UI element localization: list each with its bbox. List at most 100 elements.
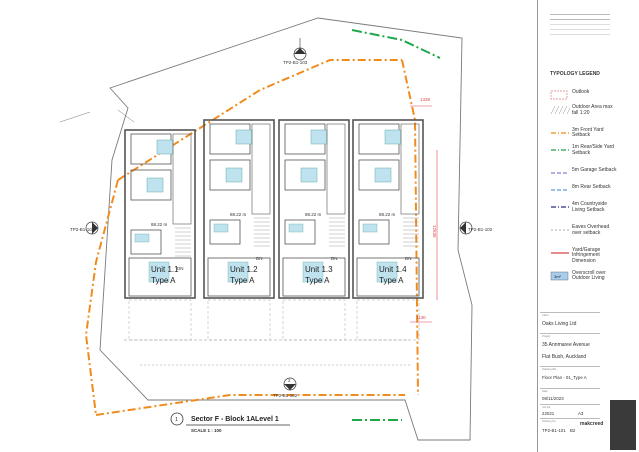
bedroom-2 — [284, 159, 326, 191]
legend-symbol-icon — [551, 172, 569, 174]
unit-type: Type A — [305, 276, 330, 285]
legend-item: 3m Front Yard Setback — [550, 126, 630, 142]
unit-area: 88.22 m — [151, 222, 168, 227]
section-top-ref: TP2-B1-103 — [283, 60, 308, 65]
legend-item-label: 1m Rear/Side Yard Setback — [572, 144, 615, 156]
bath-fixture — [134, 233, 150, 243]
unit-outline — [203, 119, 275, 299]
project-address-1: 35 Annmaree Avenue — [542, 342, 590, 348]
section-marker-bottom[interactable]: 2 TP2-B1-102 — [273, 377, 298, 398]
sheet-level: Level 1 — [255, 416, 279, 423]
site-boundary — [99, 17, 473, 441]
bed-icon — [225, 167, 243, 183]
legend-item: Outlook — [550, 89, 630, 102]
front-yard — [207, 299, 271, 341]
drawing-title: Floor Plan - 01_Type A — [542, 375, 587, 380]
unit-outline — [278, 119, 350, 299]
dim-right-vertical: 12636 — [432, 225, 437, 238]
legend-item: 3m² Overscroll over Outdoor Living — [550, 269, 630, 291]
wardrobe — [251, 123, 271, 215]
sheet-size: A3 — [578, 411, 584, 416]
bath-fixture — [362, 223, 378, 233]
stair-dn-label: DN — [331, 256, 338, 261]
job-label: Job No. — [542, 406, 551, 409]
unit-type: Type A — [151, 276, 176, 285]
legend-symbol-icon — [551, 252, 569, 254]
section-bottom-ref: TP2-B1-102 — [273, 393, 298, 398]
unit-area: 88.22 m — [379, 212, 396, 217]
stair-dn-label: DN — [405, 256, 412, 261]
living-area — [207, 257, 271, 297]
legend-item: 5m Garage Setback — [550, 166, 630, 182]
project-label: Project — [542, 335, 551, 338]
legend-area-tag: 3m² — [554, 274, 562, 279]
rear-side-setback — [351, 29, 441, 59]
legend-item: Outdoor Area max fall 1:20 — [550, 104, 630, 125]
dim-top-right: 1339 — [420, 97, 431, 102]
bedroom-2 — [130, 169, 172, 201]
legend-item: Yard/Garage Infringement Dimension — [550, 246, 630, 268]
living-area — [128, 257, 192, 297]
wardrobe — [400, 123, 420, 215]
living-area — [356, 257, 420, 297]
brand-logo: makcreed — [580, 421, 604, 427]
drawing-number: TP2-B1-101 — [542, 428, 566, 433]
bathroom — [130, 229, 162, 255]
front-yard-setback — [117, 59, 402, 181]
legend-symbol-icon — [551, 132, 569, 134]
legend-item: 1m Rear/Side Yard Setback — [550, 144, 630, 165]
legend-title: TYPOLOGY LEGEND — [550, 71, 600, 77]
stair-dn-label: DN — [177, 266, 184, 271]
unit-area: 88.22 m — [305, 212, 322, 217]
date-label: Date — [542, 390, 548, 393]
unit-type: Type A — [230, 276, 255, 285]
bathroom — [358, 219, 390, 245]
unit-name: Unit 1.3 — [305, 265, 333, 274]
revision-table — [550, 14, 610, 42]
fixture — [148, 261, 170, 283]
bathroom — [284, 219, 316, 245]
section-bottom-number: 2 — [288, 378, 291, 383]
bedroom-2 — [358, 159, 400, 191]
unit-area: 88.22 m — [230, 212, 247, 217]
sheet-scale: SCALE 1 : 100 — [191, 428, 222, 433]
unit-outline — [124, 129, 196, 299]
bed-icon — [374, 167, 392, 183]
bath-fixture — [288, 223, 304, 233]
front-yard-setback-right — [401, 59, 419, 396]
fixture — [227, 261, 249, 283]
bed-icon — [310, 129, 328, 145]
wardrobe — [326, 123, 346, 215]
boundary-annotation-icon — [59, 109, 135, 123]
legend-item-label: Outdoor Area max fall 1:20 — [572, 104, 613, 116]
legend-item-label: 3m Front Yard Setback — [572, 126, 604, 139]
bed-icon — [156, 139, 174, 155]
section-marker-right[interactable]: TP2-B1-102 — [459, 221, 493, 235]
section-left-ref: TP2-B1-101 — [70, 227, 95, 232]
legend-symbol-icon — [550, 105, 570, 115]
section-marker-left[interactable]: TP2-B1-101 — [70, 221, 99, 235]
front-yard-setback-bottom — [95, 394, 405, 416]
legend-symbol-icon — [551, 206, 569, 208]
client-label: Client — [542, 314, 549, 317]
legend-item-label: 8m Rear Setback — [572, 184, 611, 190]
front-yard — [128, 299, 192, 341]
bed-icon — [235, 129, 253, 145]
legend-symbol-icon — [551, 149, 569, 151]
legend-symbol-icon — [551, 189, 569, 191]
legend-item-label: Overscroll over Outdoor Living — [572, 269, 606, 282]
unit-name: Unit 1.4 — [379, 265, 407, 274]
wardrobe — [172, 133, 192, 225]
fixture — [376, 261, 398, 283]
section-marker-top[interactable]: TP2-B1-103 — [283, 38, 308, 65]
legend-item-label: 5m Garage Setback — [572, 166, 617, 173]
unit-outline — [352, 119, 424, 299]
bedroom-2 — [209, 159, 251, 191]
bed-icon — [300, 167, 318, 183]
living-area — [282, 257, 346, 297]
unit-type: Type A — [379, 276, 404, 285]
legend-item-label: Yard/Garage Infringement Dimension — [572, 246, 601, 264]
revision: B2 — [570, 428, 576, 433]
